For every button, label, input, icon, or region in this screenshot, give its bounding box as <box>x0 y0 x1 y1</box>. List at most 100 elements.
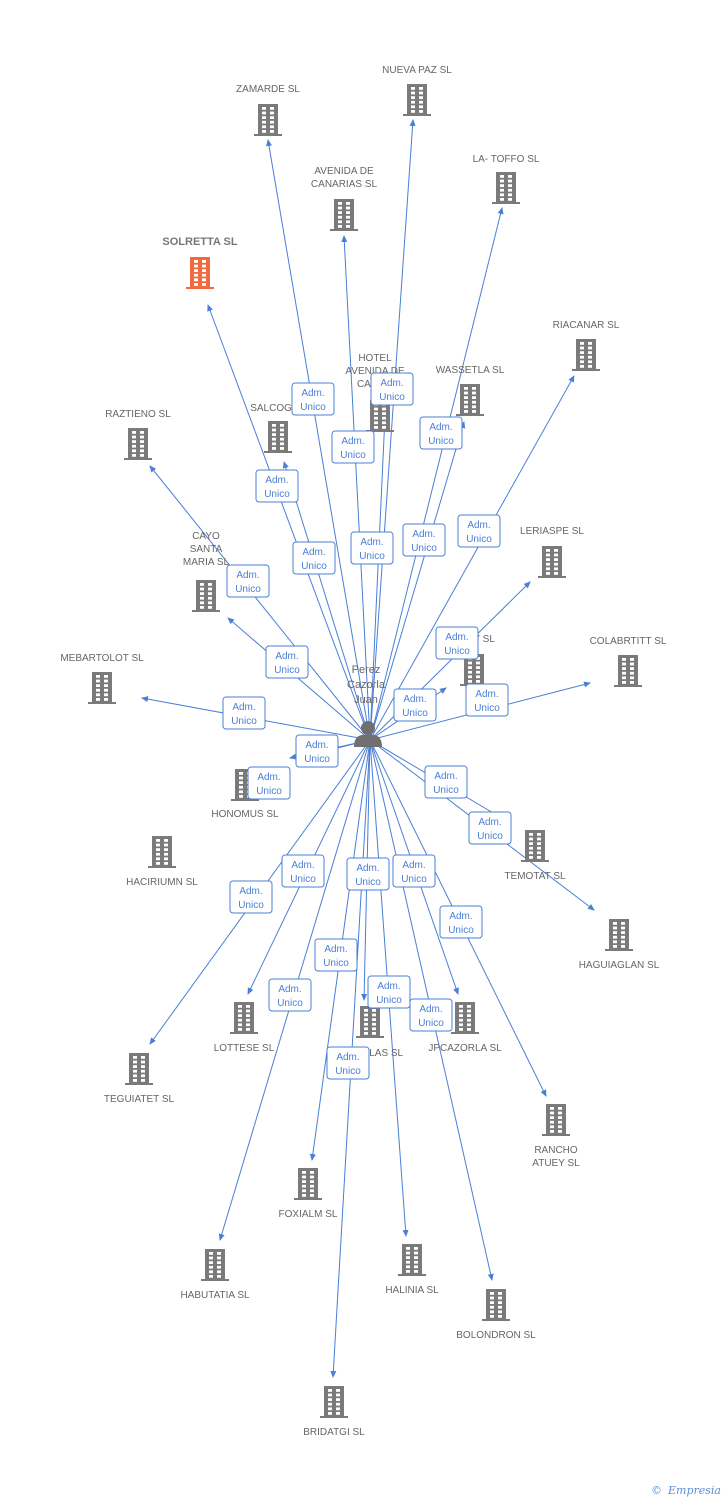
role-badge[interactable]: Adm.Unico <box>314 938 358 972</box>
company-node[interactable]: FOXIALM SL <box>279 1168 338 1220</box>
company-node[interactable]: JPCAZORLA SL <box>428 1002 502 1054</box>
role-badge-line: Adm. <box>232 702 255 713</box>
brand-footer: © Empresia <box>651 1484 721 1497</box>
company-node[interactable]: MEBARTOLOT SL <box>60 653 144 704</box>
role-badge[interactable]: Adm.Unico <box>393 688 437 722</box>
role-badge-line: Adm. <box>467 520 490 531</box>
building-icon <box>88 672 116 704</box>
company-name: TEGUIATET SL <box>104 1094 175 1105</box>
role-badge[interactable]: Adm.Unico <box>457 514 501 548</box>
role-badge-line: Adm. <box>475 689 498 700</box>
role-badge[interactable]: Adm. Unico <box>409 998 453 1032</box>
role-badge[interactable]: Adm.Unico <box>439 905 483 939</box>
company-node[interactable]: HACIRIUMN SL <box>126 836 198 888</box>
role-badge[interactable]: Adm.Unico <box>331 430 375 464</box>
company-name: HALINIA SL <box>385 1285 439 1296</box>
role-badge[interactable]: Adm.Unico <box>465 683 509 717</box>
role-badge[interactable]: Adm.Unico <box>222 696 266 730</box>
building-icon-highlight <box>186 257 214 289</box>
company-name: HABUTATIA SL <box>180 1290 250 1301</box>
company-node[interactable]: SOLRETTA SL <box>162 236 238 289</box>
role-badge-line: Adm. <box>429 422 452 433</box>
company-node[interactable]: RAZTIENO SL <box>105 409 171 460</box>
role-badge[interactable]: Adm.Unico <box>468 811 512 845</box>
role-badge[interactable]: Adm.Unico <box>424 765 468 799</box>
building-icon <box>294 1168 322 1200</box>
relation-edge <box>369 375 575 741</box>
building-icon <box>356 1006 384 1038</box>
company-name: NUEVA PAZ SL <box>382 65 452 76</box>
role-badge-line: Adm. <box>445 632 468 643</box>
role-badge-line: Adm. <box>356 863 379 874</box>
role-badge-line: Unico <box>238 900 264 911</box>
relation-edge <box>369 207 504 741</box>
role-badge-line: Unico <box>418 1018 444 1029</box>
company-node[interactable]: HAGUIAGLAN SL <box>579 919 660 971</box>
role-badge[interactable]: Adm.Unico <box>392 854 436 888</box>
role-badge[interactable]: Adm.Unico <box>281 854 325 888</box>
role-badge[interactable]: Adm.Unico <box>370 372 414 406</box>
role-badge[interactable]: Adm.Unico <box>419 416 463 450</box>
company-node[interactable]: HABUTATIA SL <box>180 1249 250 1301</box>
role-badge-line: Adm. <box>341 436 364 447</box>
building-icon <box>320 1386 348 1418</box>
company-name: AVENIDA DE <box>314 166 374 177</box>
role-badge[interactable]: Adm.Unico <box>346 857 390 891</box>
role-badge[interactable]: Adm.Unico <box>255 469 299 503</box>
role-badge[interactable]: Adm.Unico <box>265 645 309 679</box>
company-node[interactable]: RIACANAR SL <box>553 320 620 371</box>
role-badge[interactable]: Adm.Unico <box>226 564 270 598</box>
person-node[interactable]: Perez Cazorla Juan <box>347 664 386 747</box>
role-badge-line: Unico <box>304 754 330 765</box>
company-node[interactable]: WASSETLA SL <box>436 365 505 416</box>
role-badge[interactable]: Adm.Unico <box>435 626 479 660</box>
role-badge[interactable]: Adm.Unico <box>268 978 312 1012</box>
role-badge-line: Unico <box>274 665 300 676</box>
copyright-symbol: © <box>651 1484 662 1497</box>
company-name: RANCHO <box>534 1145 578 1156</box>
company-node[interactable]: SALCOGEN <box>250 403 306 453</box>
company-node[interactable]: TEGUIATET SL <box>104 1053 175 1105</box>
role-badge[interactable]: Adm.Unico <box>367 975 411 1009</box>
role-badge-line: Unico <box>256 786 282 797</box>
role-badge[interactable]: Adm.Unico <box>295 734 339 768</box>
role-badge[interactable]: Adm.Unico <box>292 541 336 575</box>
role-badge-line: Adm. <box>377 981 400 992</box>
company-node[interactable]: ZAMARDE SL <box>236 84 300 136</box>
company-node[interactable]: BRIDATGI SL <box>303 1386 365 1438</box>
relation-edge <box>266 139 371 741</box>
brand-name: Empresia <box>667 1484 721 1497</box>
company-name: JPCAZORLA SL <box>428 1043 502 1054</box>
role-badge[interactable]: Adm.Unico <box>350 531 394 565</box>
company-node[interactable]: NUEVA PAZ SL <box>382 65 452 116</box>
role-badge[interactable]: Adm.Unico <box>291 382 335 416</box>
company-name: HOTEL <box>358 353 392 364</box>
company-node[interactable]: ...LAS SL <box>356 1006 404 1059</box>
company-node[interactable]: HALINIA SL <box>385 1244 439 1296</box>
role-badge-line: Unico <box>335 1066 361 1077</box>
company-node[interactable]: LOTTESE SL <box>214 1002 275 1054</box>
role-badge[interactable]: Adm.Unico <box>402 523 446 557</box>
role-badge[interactable]: Adm.Unico <box>229 880 273 914</box>
company-node[interactable]: COLABRTITT SL <box>590 636 667 687</box>
company-name: AVENIDA DE <box>345 366 405 377</box>
company-node[interactable]: LERIASPE SL <box>520 526 584 578</box>
company-name: BOLONDRON SL <box>456 1330 536 1341</box>
company-name: COLABRTITT SL <box>590 636 667 647</box>
company-node[interactable]: BOLONDRON SL <box>456 1289 536 1341</box>
role-badge-line: Unico <box>264 489 290 500</box>
role-badge-line: Unico <box>277 998 303 1009</box>
company-node[interactable]: TEMOTAT SL <box>504 830 566 882</box>
role-badge-line: Unico <box>290 874 316 885</box>
role-badge-line: Adm. <box>419 1004 442 1015</box>
company-node[interactable]: LA- TOFFO SL <box>473 154 540 204</box>
role-badge[interactable]: Adm.Unico <box>326 1046 370 1080</box>
role-badge[interactable]: Adm.Unico <box>247 766 291 800</box>
role-badge-line: Unico <box>411 543 437 554</box>
building-icon <box>482 1289 510 1321</box>
companies-layer: ZAMARDE SL NUEVA PAZ SL AVENIDA DECANARIAS… <box>60 65 667 1438</box>
building-icon <box>398 1244 426 1276</box>
